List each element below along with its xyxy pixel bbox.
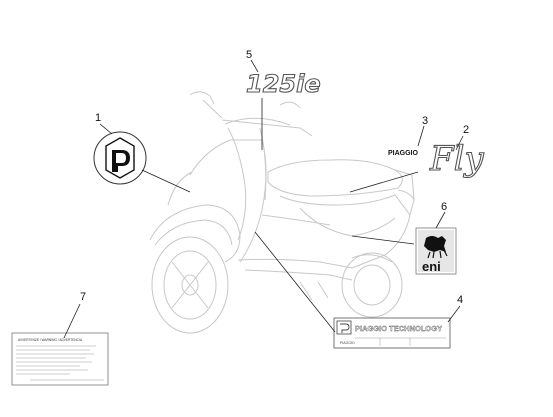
callout-7: 7 xyxy=(80,291,86,303)
eni-logo-text: eni xyxy=(422,259,441,274)
model-badge-text: 125ie xyxy=(246,70,321,98)
eni-logo-decal: eni xyxy=(415,227,457,275)
piaggio-technology-small-text: PIAGGIO xyxy=(340,341,355,345)
callout-2: 2 xyxy=(463,124,469,136)
leader-lines xyxy=(63,59,464,339)
callout-6: 6 xyxy=(441,201,447,213)
piaggio-emblem-decal xyxy=(93,131,147,185)
callout-3: 3 xyxy=(422,115,428,127)
callout-numbers: 1 2 3 4 5 6 7 xyxy=(80,49,469,306)
callout-5: 5 xyxy=(246,49,252,61)
scooter-outline xyxy=(149,91,415,334)
callout-1: 1 xyxy=(95,112,101,124)
warning-label-decal: AVVERTENZE / WARNING / ADVERTENCIA xyxy=(11,332,109,386)
six-legged-dog-icon xyxy=(424,236,446,252)
model-badge-decal: 125ie xyxy=(245,69,321,98)
warning-label-title: AVVERTENZE / WARNING / ADVERTENCIA xyxy=(18,338,83,342)
fly-script-text: Fly xyxy=(429,139,484,179)
callout-4: 4 xyxy=(457,294,463,306)
warning-label-text-lines xyxy=(16,345,104,381)
piaggio-technology-plate: PIAGGIO TECHNOLOGY PIAGGIO xyxy=(333,317,451,349)
fly-script-decal: Fly xyxy=(428,138,485,179)
piaggio-small-decal: PIAGGIO xyxy=(388,150,419,157)
piaggio-technology-text: PIAGGIO TECHNOLOGY xyxy=(355,324,442,333)
piaggio-small-text: PIAGGIO xyxy=(388,150,419,157)
